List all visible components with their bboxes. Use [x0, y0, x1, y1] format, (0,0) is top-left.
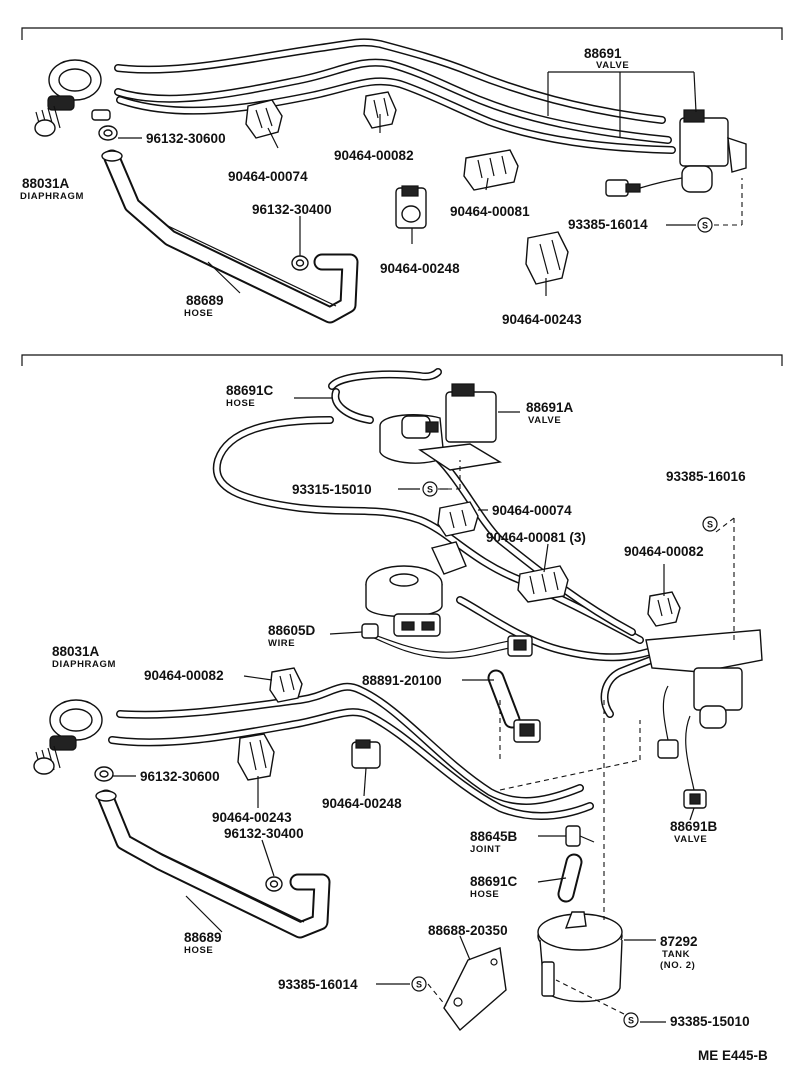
label-93385-15010: 93385-15010	[670, 1014, 750, 1029]
clip-90464-00248-top	[395, 185, 427, 229]
label-88605d: 88605D	[268, 623, 316, 638]
label-96132-30400-top: 96132-30400	[252, 202, 332, 217]
sublabel-87292-tank: TANK	[662, 949, 690, 960]
sublabel-88689-bot: HOSE	[184, 945, 213, 956]
diaphragm-bottom	[33, 699, 103, 775]
sublabel-87292-no2: (NO. 2)	[660, 960, 695, 971]
sublabel-88691c-bot: HOSE	[470, 889, 499, 900]
label-88031a-top: 88031A	[22, 176, 70, 191]
hose-88689-bottom	[95, 789, 331, 939]
hose-88691c-bottom	[557, 853, 583, 903]
label-93385-16016: 93385-16016	[666, 469, 746, 484]
label-90464-00082-top: 90464-00082	[334, 148, 414, 163]
screw-93385-16016: S	[702, 516, 718, 532]
label-96132-30600-bot: 96132-30600	[140, 769, 220, 784]
label-88689-top: 88689	[186, 293, 224, 308]
sublabel-88031a-top: DIAPHRAGM	[20, 191, 84, 202]
label-90464-00074-top: 90464-00074	[228, 169, 308, 184]
clip-90464-00082-bottom-right	[647, 591, 681, 627]
screw-symbol-93315: S	[427, 485, 433, 495]
panel-frame	[21, 27, 783, 366]
label-90464-00248-top: 90464-00248	[380, 261, 460, 276]
sublabel-88691c-top: HOSE	[226, 398, 255, 409]
label-88891-20100: 88891-20100	[362, 673, 442, 688]
bracket-88688-20350	[443, 947, 507, 1032]
clip-90464-00081-top	[463, 149, 519, 191]
hose-88891-20100	[487, 669, 541, 743]
footer-code: ME E445-B	[698, 1048, 768, 1063]
clip-90464-00081-3	[517, 565, 569, 603]
canister-assembly	[365, 541, 467, 637]
label-88688-20350: 88688-20350	[428, 923, 508, 938]
label-93315-15010: 93315-15010	[292, 482, 372, 497]
bottom-leaders	[112, 397, 735, 1023]
joint-88645b	[565, 825, 595, 847]
top-pipes	[114, 38, 676, 154]
label-90464-00082-bot-r: 90464-00082	[624, 544, 704, 559]
sublabel-88691-top: VALVE	[596, 60, 629, 71]
clip-90464-00082-bottom-left	[269, 667, 303, 703]
top-leaders	[118, 71, 743, 296]
label-90464-00243-bot: 90464-00243	[212, 810, 292, 825]
sublabel-88689-top: HOSE	[184, 308, 213, 319]
clamp-96132-30600-top	[98, 125, 118, 141]
label-90464-00081-top: 90464-00081	[450, 204, 530, 219]
label-90464-00082-bot-l: 90464-00082	[144, 668, 224, 683]
label-96132-30600-top: 96132-30600	[146, 131, 226, 146]
screw-93385-16014-bottom: S	[411, 976, 427, 992]
sublabel-88031a-bot: DIAPHRAGM	[52, 659, 116, 670]
valve-88691b	[645, 629, 763, 809]
label-88691c-top: 88691C	[226, 383, 274, 398]
sublabel-88645b: JOINT	[470, 844, 501, 855]
sublabel-88691a: VALVE	[528, 415, 561, 426]
wire-88605d	[361, 623, 533, 659]
label-90464-00074-bot: 90464-00074	[492, 503, 572, 518]
screw-symbol-top: S	[702, 221, 708, 231]
clamp-96132-30600-bottom	[94, 766, 114, 782]
screw-symbol-93385-16016: S	[707, 520, 713, 530]
label-88691-top: 88691	[584, 46, 622, 61]
label-93385-16014-top: 93385-16014	[568, 217, 648, 232]
label-88691c-bot: 88691C	[470, 874, 518, 889]
diaphragm-top	[34, 59, 111, 137]
clip-90464-00243-bottom	[237, 733, 275, 781]
valve-88691a	[379, 383, 503, 471]
label-87292: 87292	[660, 934, 698, 949]
label-88645b: 88645B	[470, 829, 518, 844]
label-88691b: 88691B	[670, 819, 718, 834]
sublabel-88605d: WIRE	[268, 638, 295, 649]
label-93385-16014-bot: 93385-16014	[278, 977, 358, 992]
screw-symbol-93385-16014-bot: S	[416, 980, 422, 990]
label-88689-bot: 88689	[184, 930, 222, 945]
valve-88691-top	[605, 109, 747, 197]
label-96132-30400-bot: 96132-30400	[224, 826, 304, 841]
screw-93385-15010: S	[623, 1012, 639, 1028]
clamp-96132-30400-top	[291, 255, 309, 271]
clip-90464-00074-top	[245, 99, 283, 139]
label-88691a: 88691A	[526, 400, 574, 415]
clip-90464-00082-top	[363, 91, 397, 129]
screw-93315-15010: S	[422, 481, 438, 497]
screw-symbol-93385-15010: S	[628, 1016, 634, 1026]
hose-88689-top	[101, 149, 359, 324]
label-90464-00243-top: 90464-00243	[502, 312, 582, 327]
sublabel-88691b: VALVE	[674, 834, 707, 845]
tank-87292	[537, 911, 623, 1003]
clamp-96132-30400-bottom	[265, 876, 283, 892]
clip-90464-00243-top	[525, 231, 569, 285]
label-88031a-bot: 88031A	[52, 644, 100, 659]
clip-90464-00248-bottom	[351, 739, 381, 769]
screw-93385-16014-top: S	[697, 217, 713, 233]
label-90464-00248-bot: 90464-00248	[322, 796, 402, 811]
part-labels: 88691 VALVE 88031A DIAPHRAGM 96132-30600…	[20, 46, 768, 1063]
clip-90464-00074-bottom	[437, 501, 479, 537]
label-90464-00081-3: 90464-00081 (3)	[486, 530, 586, 545]
